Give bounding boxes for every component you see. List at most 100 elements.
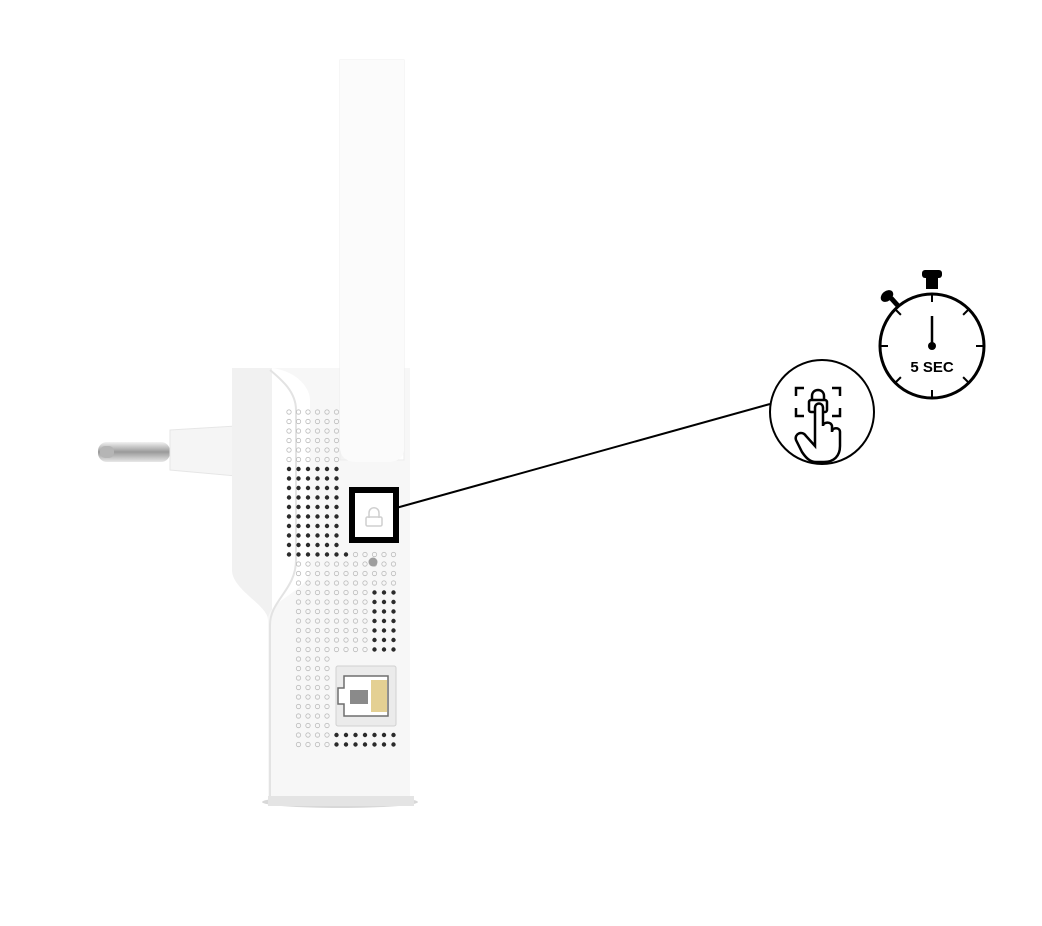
vent-hole (381, 732, 387, 738)
vent-hole (295, 646, 302, 653)
vent-hole (390, 570, 397, 577)
vent-hole (314, 599, 321, 605)
vent-hole (295, 703, 302, 710)
vent-hole (324, 627, 330, 634)
vent-hole (381, 590, 387, 595)
vent-hole (295, 447, 302, 453)
vent-hole (324, 637, 330, 643)
vent-hole (324, 570, 330, 577)
vent-hole (324, 533, 330, 538)
vent-hole (305, 552, 311, 557)
vent-hole (315, 476, 320, 481)
vent-hole (343, 732, 349, 738)
vent-hole (391, 637, 396, 643)
vent-hole (353, 742, 358, 747)
timer-label: 5 SEC (910, 359, 954, 376)
vent-hole (371, 570, 378, 577)
vent-hole (324, 428, 330, 434)
vent-hole (296, 495, 301, 500)
vent-hole (324, 552, 330, 557)
vent-hole (314, 741, 321, 748)
vent-hole (295, 580, 302, 586)
vent-hole (391, 609, 396, 614)
vent-hole (333, 409, 340, 415)
vent-hole (391, 628, 396, 633)
vent-hole (314, 675, 321, 681)
vent-hole (305, 627, 311, 634)
vent-hole (314, 570, 321, 577)
vent-hole (314, 456, 321, 463)
vent-hole (295, 741, 302, 748)
vent-grid (286, 409, 397, 748)
vent-hole (334, 504, 339, 510)
vent-hole (381, 599, 387, 605)
vent-hole (315, 514, 320, 519)
vent-hole (296, 504, 301, 510)
vent-hole (343, 637, 349, 643)
vent-hole (352, 608, 359, 615)
vent-hole (352, 589, 359, 596)
vent-hole (334, 523, 339, 529)
vent-hole (372, 647, 377, 652)
callout-leader-line (395, 403, 771, 509)
vent-hole (295, 684, 302, 691)
vent-hole (314, 437, 321, 444)
vent-hole (295, 437, 302, 444)
vent-hole (305, 504, 311, 510)
vent-hole (296, 542, 301, 548)
vent-hole (286, 552, 292, 557)
vent-hole (381, 561, 387, 567)
vent-hole (295, 418, 302, 425)
vent-hole (362, 608, 368, 615)
vent-hole (314, 447, 321, 453)
vent-hole (372, 637, 377, 643)
vent-hole (371, 580, 378, 586)
vent-hole (324, 684, 330, 691)
vent-hole (334, 552, 339, 557)
vent-hole (305, 656, 311, 662)
stopwatch-tick (962, 308, 970, 316)
vent-hole (295, 608, 302, 615)
vent-hole (343, 618, 349, 624)
vent-hole (305, 542, 311, 548)
vent-hole (286, 495, 292, 500)
vent-hole (305, 437, 311, 444)
vent-hole (305, 466, 311, 472)
vent-hole (295, 561, 302, 567)
vent-hole (296, 533, 301, 538)
vent-hole (333, 456, 340, 463)
vent-hole (352, 627, 359, 634)
vent-hole (296, 466, 301, 472)
vent-hole (343, 589, 349, 596)
vent-hole (295, 694, 302, 700)
vent-hole (362, 570, 368, 577)
vent-hole (324, 437, 330, 444)
vent-hole (314, 646, 321, 653)
vent-hole (381, 570, 387, 577)
vent-hole (343, 580, 349, 586)
vent-hole (286, 485, 292, 491)
stopwatch-tick (894, 376, 902, 384)
vent-hole (324, 646, 330, 653)
vent-hole (305, 495, 311, 500)
vent-hole (381, 618, 387, 624)
vent-hole (362, 599, 368, 605)
vent-hole (324, 456, 330, 463)
vent-hole (324, 656, 330, 662)
vent-hole (305, 485, 311, 491)
vent-hole (295, 675, 302, 681)
vent-hole (286, 504, 292, 510)
vent-hole (314, 618, 321, 624)
vent-hole (305, 675, 311, 681)
vent-hole (372, 628, 377, 633)
vent-hole (333, 618, 340, 624)
vent-hole (305, 456, 311, 463)
vent-hole (372, 590, 377, 595)
vent-hole (352, 551, 359, 558)
vent-hole (333, 437, 340, 444)
vent-hole (334, 485, 339, 491)
vent-hole (305, 447, 311, 453)
vent-hole (343, 627, 349, 634)
vent-hole (295, 570, 302, 577)
